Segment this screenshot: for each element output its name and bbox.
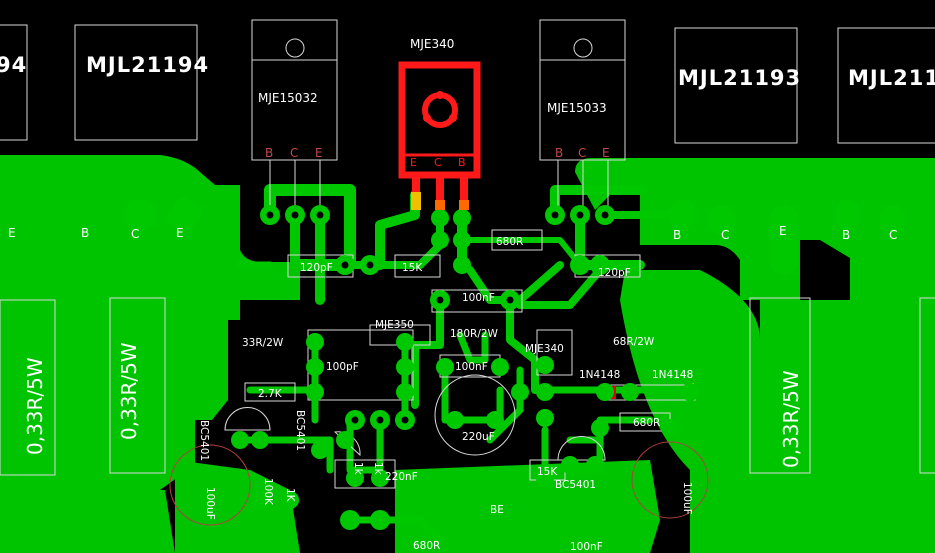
- pad-label-e-1: E: [8, 226, 16, 240]
- pin-b-right: B: [555, 146, 563, 160]
- svg-text:E: E: [410, 156, 417, 169]
- pad-label-c-1: C: [131, 227, 139, 241]
- driver-label-right: MJE15033: [547, 101, 607, 115]
- transistor-label-mje350: MJE350: [375, 319, 414, 331]
- res-label-680r-top: 680R: [496, 236, 523, 248]
- transistor-label-bc-left: BC5401: [198, 420, 210, 461]
- labels: 94 MJL21194 MJL21193 MJL2119 MJE15032 MJ…: [0, 37, 935, 553]
- res-label-680r-mid: 680R: [633, 417, 660, 429]
- selected-component-mje340[interactable]: E C B: [398, 61, 481, 210]
- power-transistor-label-right: MJL2119: [848, 66, 935, 90]
- transistor-label-bc-mid: BC5401: [294, 410, 306, 451]
- res-label-1k-vert: 1K: [284, 488, 296, 503]
- res-label-68r: 68R/2W: [613, 336, 655, 348]
- pad-label-e-2: E: [176, 226, 184, 240]
- res-label-100k: 100K: [262, 478, 274, 506]
- svg-text:B: B: [458, 156, 466, 169]
- cap-label-100uf-right: 100uF: [681, 482, 693, 515]
- pad-label-c-3: C: [889, 228, 897, 242]
- cap-label-100pf: 100pF: [326, 361, 359, 373]
- diode-label-2: 1N4148: [652, 369, 693, 381]
- cap-label-120pf-right: 120pF: [598, 267, 631, 279]
- res-label-680r-bottom: 680R: [413, 540, 440, 552]
- pin-c-right: C: [578, 146, 586, 160]
- bias-transistor-label: MJE340: [410, 37, 454, 51]
- cap-label-100nf-mid: 100nF: [455, 361, 488, 373]
- cap-label-220uf: 220uF: [462, 431, 495, 443]
- res-label-15k-top: 15K: [402, 262, 423, 274]
- cap-label-120pf-left: 120pF: [300, 262, 333, 274]
- power-transistor-label-q2: MJL21193: [678, 66, 801, 90]
- pin-b-left: B: [265, 146, 273, 160]
- diode-label-1: 1N4148: [579, 369, 620, 381]
- pin-label-be: BE: [490, 504, 504, 516]
- res-label-0r33-2: 0,33R/5W: [117, 342, 141, 440]
- cap-label-100nf-top: 100nF: [462, 292, 495, 304]
- svg-text:C: C: [434, 156, 442, 169]
- res-label-0r33-1: 0,33R/5W: [23, 357, 47, 455]
- pin-e-right: E: [602, 146, 610, 160]
- pad-label-e-3: E: [779, 224, 787, 238]
- pin-c-left: C: [290, 146, 298, 160]
- pad-label-c-2: C: [721, 228, 729, 242]
- pin-e-left: E: [315, 146, 323, 160]
- cap-label-100nf-bottom: 100nF: [570, 541, 603, 553]
- res-label-2k7: 2.7K: [258, 388, 283, 400]
- power-transistor-label-q1: MJL21194: [86, 53, 209, 77]
- transistor-label-mje340-lower: MJE340: [525, 343, 564, 355]
- pad-label-b-3: B: [842, 228, 850, 242]
- transistor-label-bc-right: BC5401: [555, 479, 596, 491]
- pad-label-b-1: B: [81, 226, 89, 240]
- power-transistor-label-left: 94: [0, 53, 27, 77]
- cap-label-220nf: 220nF: [385, 471, 418, 483]
- res-label-180r: 180R/2W: [450, 328, 499, 340]
- res-label-15k-bottom: 15K: [537, 466, 558, 478]
- res-label-1k-a: 1k: [352, 462, 364, 476]
- cap-label-100uf-left: 100uF: [204, 487, 216, 520]
- res-label-1k-b: 1k: [372, 462, 384, 476]
- pads: [125, 197, 905, 530]
- driver-label-left: MJE15032: [258, 91, 318, 105]
- res-label-33r: 33R/2W: [242, 337, 284, 349]
- pad-label-b-2: B: [673, 228, 681, 242]
- copper-layer: [0, 155, 935, 553]
- res-label-0r33-3: 0,33R/5W: [779, 370, 803, 468]
